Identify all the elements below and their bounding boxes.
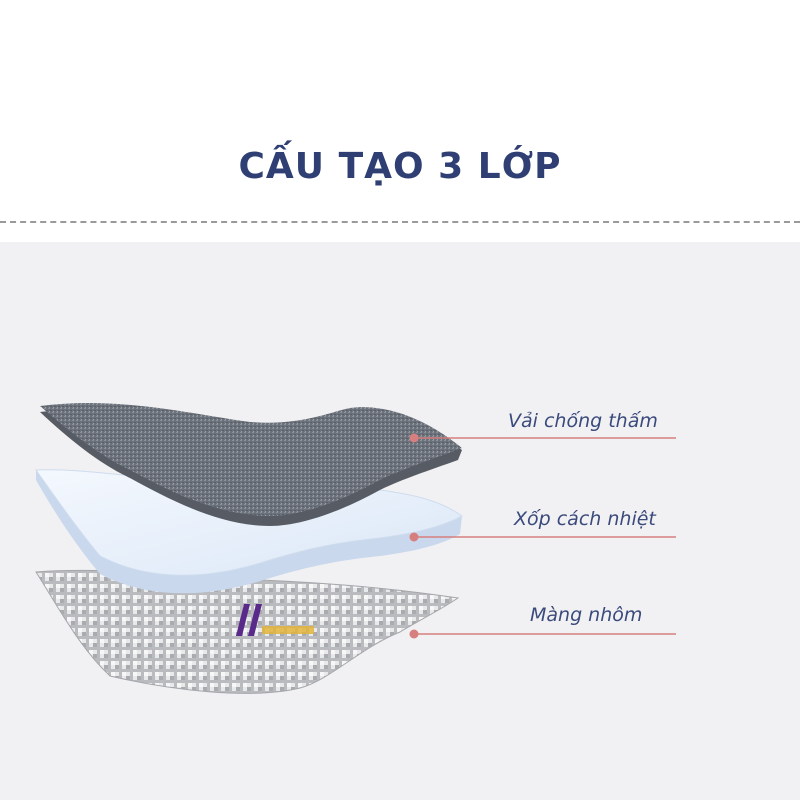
header: CẤU TẠO 3 LỚP xyxy=(0,0,800,232)
dashed-divider xyxy=(0,221,800,223)
leader-line-fabric xyxy=(409,433,676,443)
aluminum-layer xyxy=(35,569,460,694)
leader-line-foam xyxy=(409,532,676,542)
label-aluminum-film: Màng nhôm xyxy=(530,604,643,626)
fabric-layer xyxy=(40,403,462,526)
leader-line-aluminum xyxy=(409,629,676,639)
label-waterproof-fabric: Vải chống thấm xyxy=(508,410,658,432)
page-title: CẤU TẠO 3 LỚP xyxy=(238,146,562,187)
brand-logo xyxy=(236,604,314,636)
label-insulation-foam: Xốp cách nhiệt xyxy=(514,508,656,530)
